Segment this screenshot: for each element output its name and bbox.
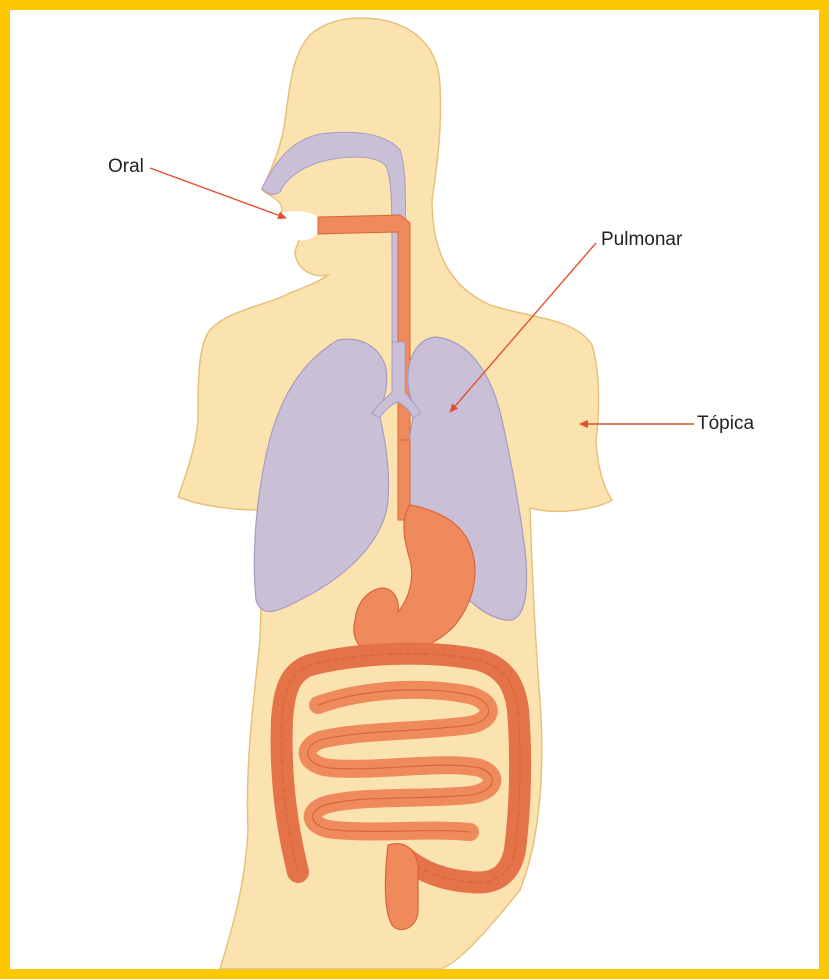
label-topica: Tópica [697, 413, 754, 435]
label-oral: Oral [108, 156, 144, 178]
rectum [385, 844, 418, 930]
label-pulmonar: Pulmonar [601, 229, 682, 251]
